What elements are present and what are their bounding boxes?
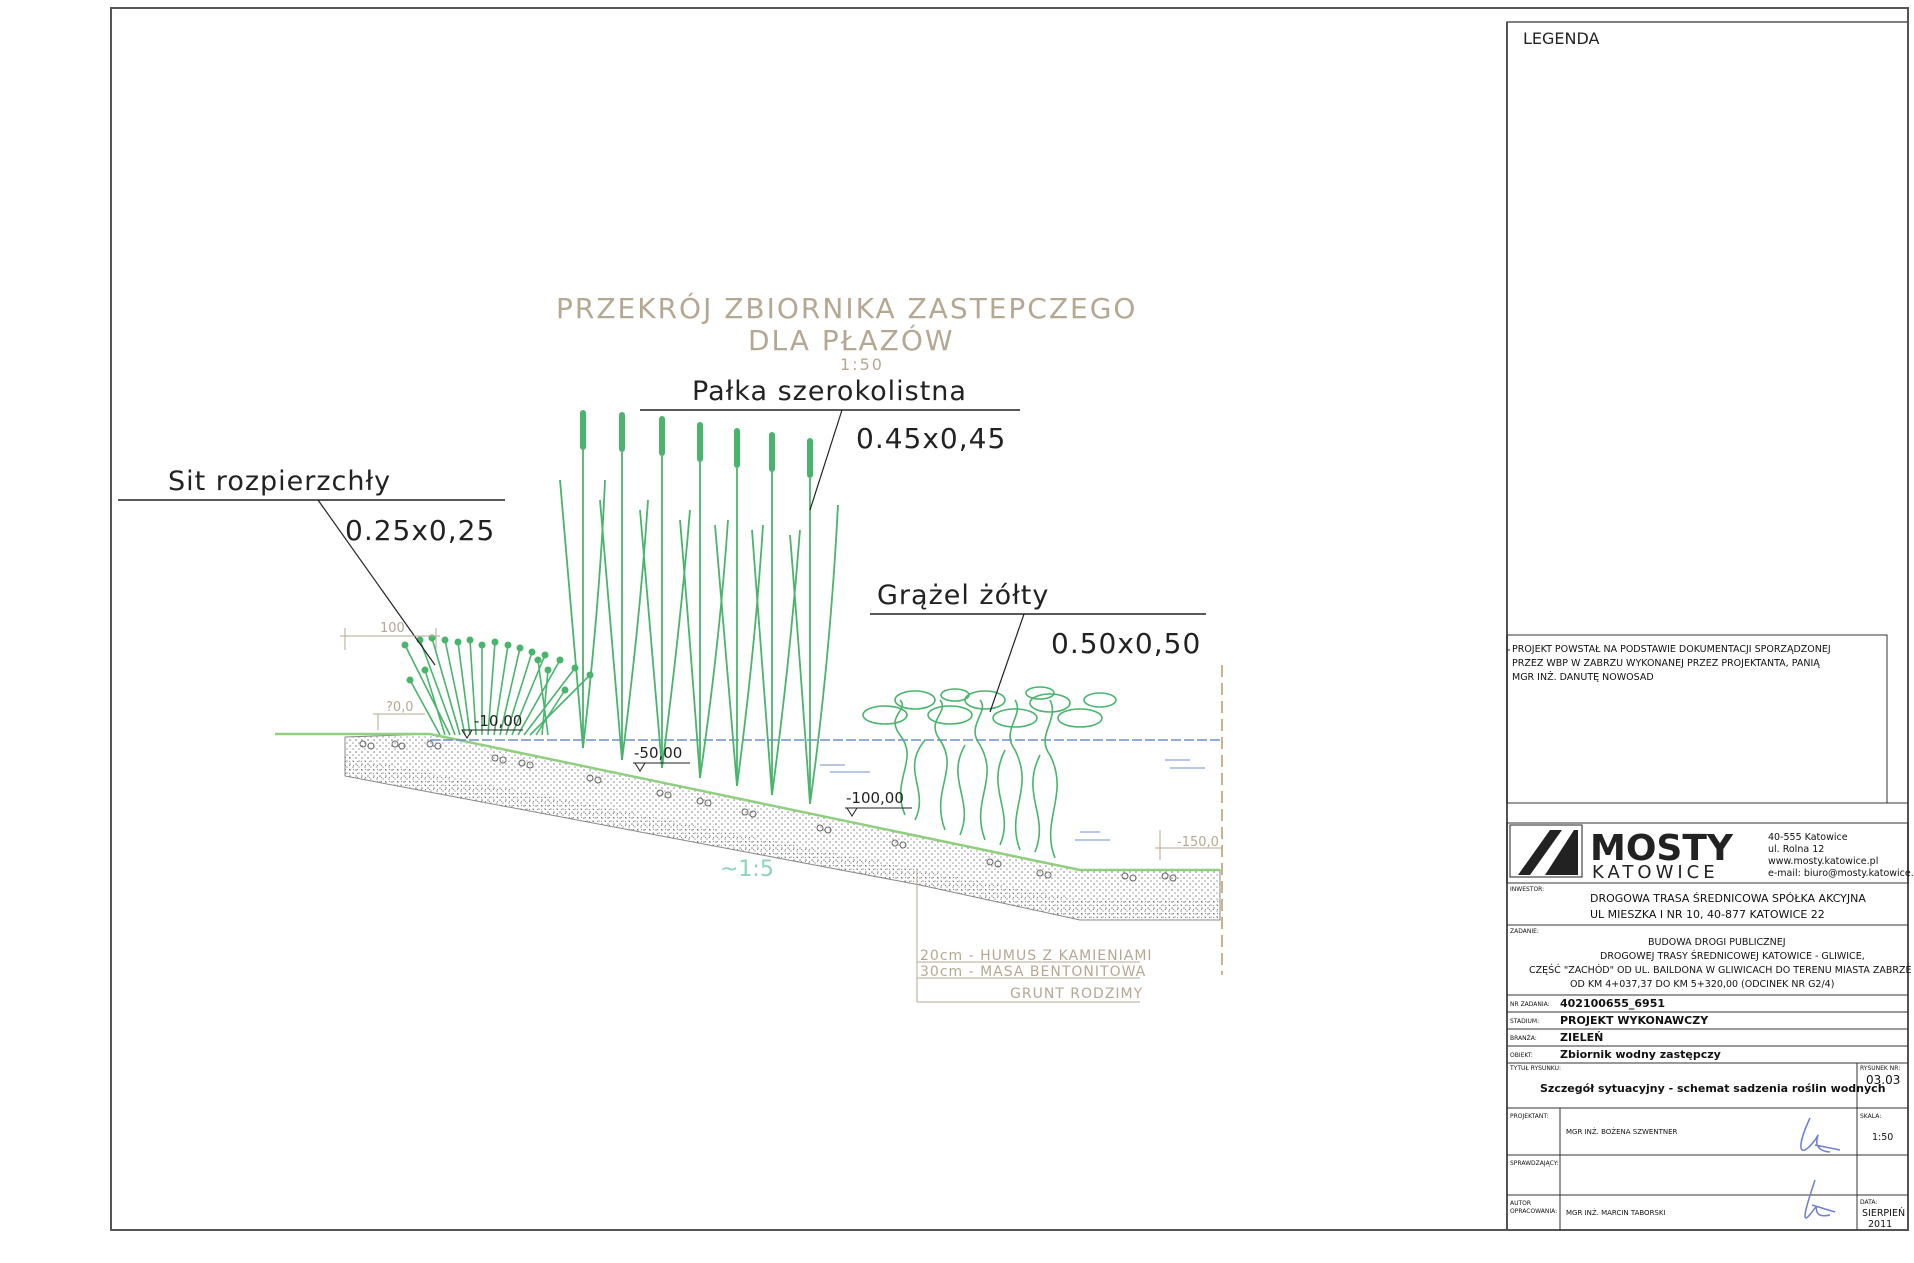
- humus-layer: [344, 733, 1221, 921]
- title-line1: PRZEKRÓJ ZBIORNIKA ZASTEPCZEGO: [556, 291, 1137, 325]
- company-addr1: 40-555 Katowice: [1768, 832, 1848, 843]
- signature-author: [1804, 1179, 1836, 1219]
- level-4: -150,0: [1155, 830, 1222, 860]
- object: Zbiornik wodny zastępczy: [1560, 1048, 1721, 1061]
- task-line1: BUDOWA DROGI PUBLICZNEJ: [1648, 937, 1786, 948]
- drawing-title-label: TYTUŁ RYSUNKU:: [1509, 1065, 1561, 1072]
- cross-section: [275, 665, 1223, 975]
- plant-rush-group: [401, 634, 594, 736]
- label-rush-spacing: 0.25x0,25: [345, 514, 495, 547]
- level-3-text: -100,00: [846, 789, 904, 807]
- drawing-no: 03.03: [1866, 1073, 1900, 1087]
- level-3: -100,00: [845, 789, 912, 817]
- level-top: ?0,0: [373, 700, 425, 730]
- level-1: -10,00: [461, 712, 523, 739]
- bentonite-layer: [345, 756, 1220, 920]
- object-label: OBIEKT:: [1510, 1052, 1533, 1059]
- legend-title: LEGENDA: [1523, 29, 1600, 48]
- drawing-no-label: RYSUNEK NR:: [1860, 1065, 1900, 1072]
- title-line2: DLA PŁAZÓW: [748, 323, 955, 357]
- water-hatch: [820, 759, 1205, 841]
- label-cattail: Pałka szerokolistna 0.45x0,45: [640, 376, 1020, 511]
- task-label: ZADANIE:: [1510, 928, 1539, 935]
- branch: ZIELEŃ: [1560, 1031, 1603, 1044]
- task-no-label: NR ZADANIA:: [1510, 1001, 1550, 1008]
- level-1-text: -10,00: [474, 712, 522, 730]
- stage: PROJEKT WYKONAWCZY: [1560, 1014, 1709, 1027]
- company-www: www.mosty.katowice.pl: [1768, 856, 1878, 867]
- company-addr2: ul. Rolna 12: [1768, 844, 1824, 855]
- label-cattail-spacing: 0.45x0,45: [856, 422, 1006, 455]
- scale-label: SKALA:: [1860, 1113, 1881, 1120]
- legend-frame: [1506, 21, 1909, 1231]
- designer: MGR INŻ. BOŻENA SZWENTNER: [1566, 1127, 1678, 1136]
- slope-line: [429, 732, 1081, 872]
- label-waterlily-spacing: 0.50x0,50: [1051, 627, 1201, 660]
- date-year: 2011: [1868, 1219, 1892, 1230]
- level-4-text: -150,0: [1177, 835, 1219, 850]
- level-top-text: ?0,0: [386, 700, 414, 715]
- stage-label: STADIUM:: [1510, 1018, 1539, 1025]
- title-block: [1506, 634, 1909, 1230]
- date-label: DATA:: [1860, 1199, 1877, 1206]
- investor-line2: UL MIESZKA I NR 10, 40-877 KATOWICE 22: [1590, 908, 1825, 921]
- label-rush: Sit rozpierzchły 0.25x0,25: [118, 466, 505, 666]
- plant-waterlily-group: [862, 686, 1117, 859]
- label-waterlily: Grążel żółty 0.50x0,50: [870, 580, 1206, 713]
- scale-value: 1:50: [1872, 1132, 1893, 1143]
- label-cattail-name: Pałka szerokolistna: [692, 376, 967, 407]
- layer-1-text: 20cm - HUMUS Z KAMIENIAMI: [920, 948, 1153, 964]
- title-scale: 1:50: [840, 355, 884, 374]
- note-line2: PRZEZ WBP W ZABRZU WYKONANEJ PRZEZ PROJE…: [1512, 658, 1820, 669]
- signature-designer: [1800, 1117, 1841, 1153]
- project-note: PROJEKT POWSTAŁ NA PODSTAWIE DOKUMENTACJ…: [1512, 644, 1831, 683]
- layer-annotations: 20cm - HUMUS Z KAMIENIAMI 30cm - MASA BE…: [916, 870, 1153, 1003]
- note-line3: MGR INŻ. DANUTĘ NOWOSAD: [1512, 672, 1654, 683]
- investor-label: INWESTOR:: [1510, 886, 1544, 893]
- company-name: MOSTY: [1590, 828, 1734, 869]
- level-2-text: -50,00: [634, 744, 682, 762]
- author-label2: OPRACOWANIA:: [1510, 1208, 1557, 1215]
- designer-label: PROJEKTANT:: [1510, 1113, 1548, 1120]
- author-label1: AUTOR: [1510, 1200, 1531, 1207]
- investor-line1: DROGOWA TRASA ŚREDNICOWA SPÓŁKA AKCYJNA: [1590, 892, 1866, 905]
- task-no: 402100655_6951: [1560, 997, 1665, 1010]
- level-2: -50,00: [633, 744, 690, 772]
- branch-label: BRANŻA:: [1510, 1035, 1537, 1042]
- note-line1: PROJEKT POWSTAŁ NA PODSTAWIE DOKUMENTACJ…: [1512, 644, 1831, 655]
- layer-3-text: GRUNT RODZIMY: [1010, 986, 1143, 1002]
- label-waterlily-name: Grążel żółty: [877, 580, 1049, 611]
- task-line3: CZĘŚĆ "ZACHÓD" OD UL. BAILDONA W GLIWICA…: [1529, 964, 1912, 976]
- date-month: SIERPIEŃ: [1862, 1207, 1905, 1219]
- slope-label: ~1:5: [720, 857, 774, 882]
- label-rush-name: Sit rozpierzchły: [168, 466, 391, 497]
- company-logo: MOSTY KATOWICE 40-555 Katowice ul. Rolna…: [1509, 824, 1914, 883]
- plant-cattail-group: [559, 410, 839, 805]
- outer-frame: [110, 7, 1909, 1231]
- stones: [359, 740, 1177, 882]
- company-city: KATOWICE: [1592, 862, 1719, 883]
- task-line2: DROGOWEJ TRASY ŚREDNICOWEJ KATOWICE - GL…: [1600, 950, 1865, 962]
- dimension-width-text: 100: [380, 621, 405, 636]
- checker-label: SPRAWDZAJĄCY:: [1510, 1160, 1559, 1167]
- company-email: e-mail: biuro@mosty.katowice.pl: [1768, 868, 1914, 879]
- drawing-title: PRZEKRÓJ ZBIORNIKA ZASTEPCZEGO DLA PŁAZÓ…: [556, 291, 1137, 374]
- dimension-width: 100: [340, 621, 440, 650]
- task-line4: OD KM 4+037,37 DO KM 5+320,00 (ODCINEK N…: [1570, 979, 1834, 990]
- layer-2-text: 30cm - MASA BENTONITOWA: [920, 964, 1146, 980]
- drawing-title-value: Szczegół sytuacyjny - schemat sadzenia r…: [1540, 1082, 1886, 1095]
- author: MGR INŻ. MARCIN TABORSKI: [1566, 1208, 1666, 1217]
